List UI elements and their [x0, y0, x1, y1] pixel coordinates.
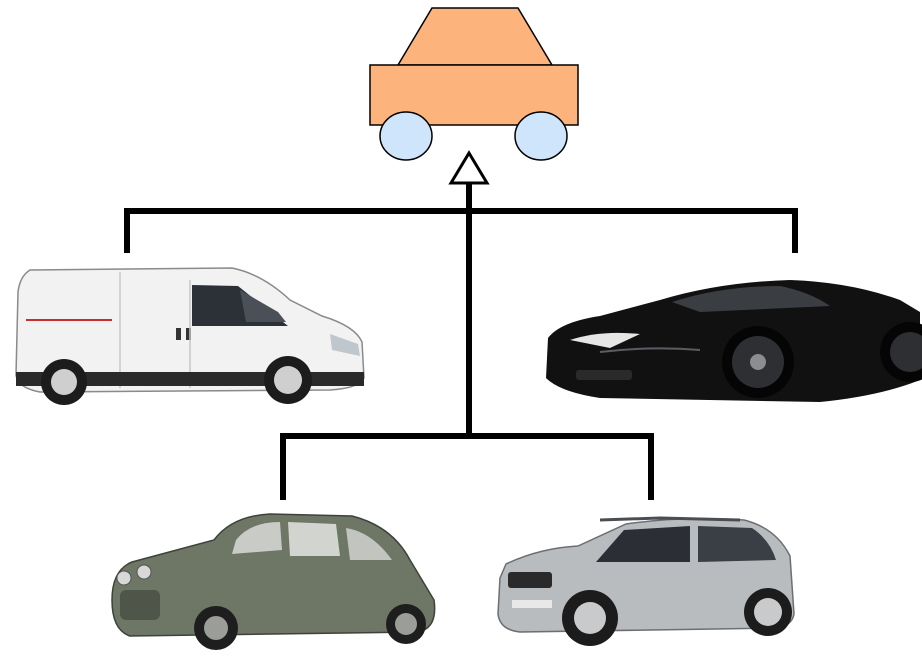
base-car-icon: [370, 8, 578, 160]
lower-branch: [283, 436, 651, 497]
suv-icon: [498, 518, 794, 646]
front-wheel: [380, 112, 432, 160]
car-roof: [398, 8, 552, 65]
rear-wheel: [515, 112, 567, 160]
inheritance-arrowhead: [451, 153, 487, 183]
sports-car-icon: [535, 280, 922, 413]
classic-car-icon: [112, 514, 435, 650]
van-icon: [16, 268, 364, 405]
upper-branch: [127, 211, 795, 250]
